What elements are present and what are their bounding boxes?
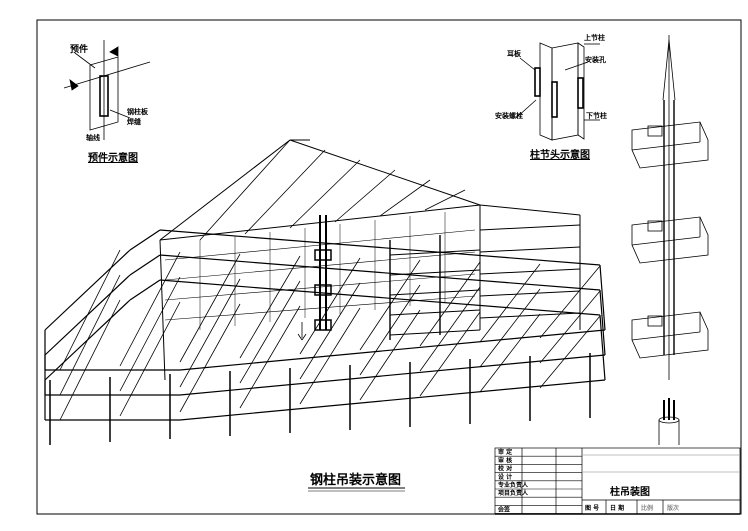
embed-detail xyxy=(63,40,151,140)
title-block-field-0: 图 号 xyxy=(585,504,599,512)
title-block-row-label: 会签 xyxy=(498,506,511,514)
embed-label-1: 钢柱板 xyxy=(127,107,149,116)
title-block-row-label: 审 核 xyxy=(498,456,512,464)
title-block-title: 柱吊装图 xyxy=(610,485,650,498)
joint-label-1: 上节柱 xyxy=(584,33,605,42)
embed-label-3: 轴线 xyxy=(86,133,100,142)
joint-label-3: 安装螺栓 xyxy=(495,111,523,120)
title-block-row-label: 专业负责人 xyxy=(498,481,529,489)
embed-caption: 预件示意图 xyxy=(88,151,138,164)
joint-detail xyxy=(515,42,600,141)
steel-frame-isometric xyxy=(44,139,606,445)
joint-label-2: 安装孔 xyxy=(585,55,606,64)
embed-label-0: 预件 xyxy=(70,43,88,55)
drawing-frame xyxy=(36,19,742,515)
embed-label-2: 焊缝 xyxy=(127,117,141,126)
title-block-row-label: 校 对 xyxy=(498,465,512,473)
title-block-row-label: 项目负责人 xyxy=(498,489,529,497)
main-caption: 钢柱吊装示意图 xyxy=(310,472,401,488)
joint-caption: 柱节头示意图 xyxy=(530,148,590,161)
title-block-field-1: 日 期 xyxy=(610,504,624,512)
joint-label-0: 耳板 xyxy=(507,49,522,58)
title-block-row-label: 设 计 xyxy=(498,473,512,481)
column-hoist-elevation xyxy=(631,35,709,445)
title-block-side-0: 比例 xyxy=(641,504,653,512)
joint-label-4: 下节柱 xyxy=(586,111,607,120)
title-block-row-label: 审 定 xyxy=(498,448,512,456)
title-block-side-1: 版次 xyxy=(666,504,679,512)
